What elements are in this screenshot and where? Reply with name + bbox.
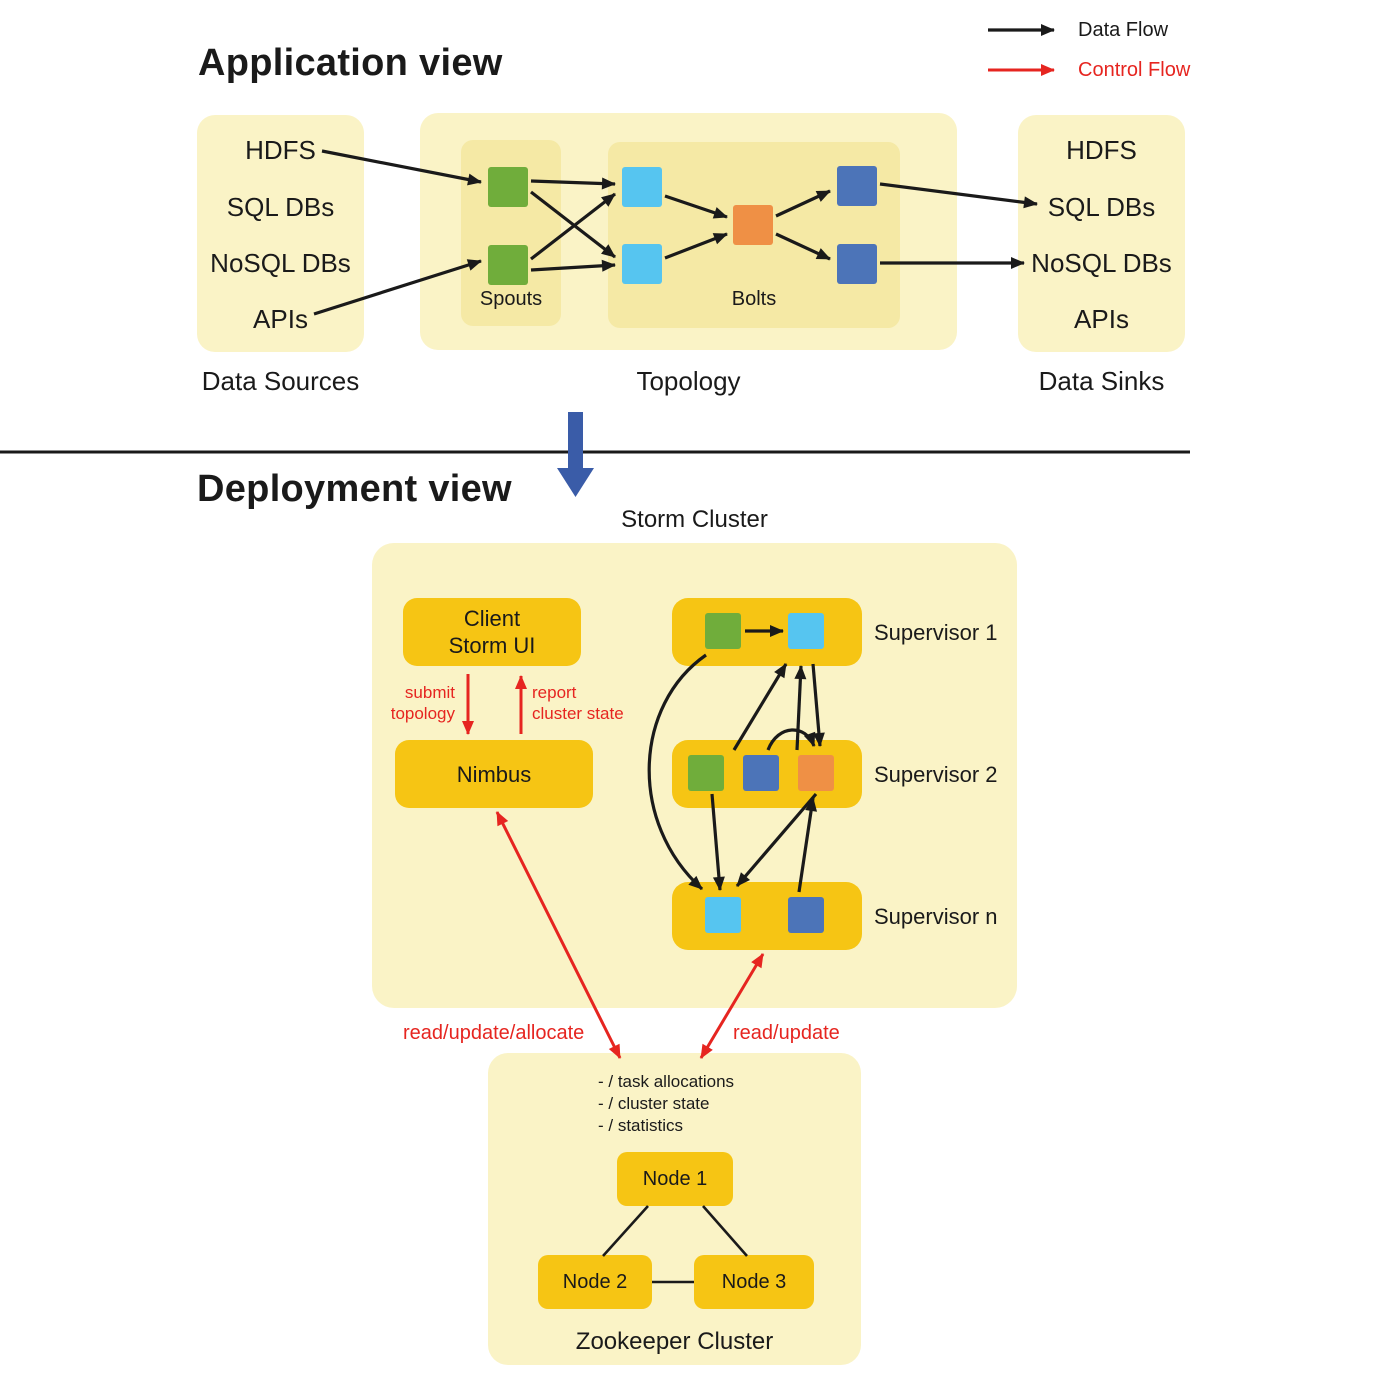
supervisor-2-darkblue-square xyxy=(743,755,779,791)
bolt-darkblue-square-1 xyxy=(837,166,877,206)
data-sources-label: Data Sources xyxy=(201,366,360,396)
zookeeper-panel xyxy=(488,1053,861,1365)
bolt-lightblue-square-1 xyxy=(622,167,662,207)
spouts-label: Spouts xyxy=(479,288,543,310)
application-view-title: Application view xyxy=(198,42,503,84)
data-source-hdfs: HDFS xyxy=(245,135,316,165)
zookeeper-notes: - / task allocations - / cluster state -… xyxy=(598,1071,734,1137)
client-storm-ui-box: Client Storm UI xyxy=(403,598,581,666)
spout-square-1 xyxy=(488,167,528,207)
data-source-apis: APIs xyxy=(253,304,308,334)
read-update-allocate-label: read/update/allocate xyxy=(403,1022,585,1044)
zookeeper-node-2: Node 2 xyxy=(538,1255,652,1309)
supervisor-1-label: Supervisor 1 xyxy=(874,620,998,645)
supervisor-n-darkblue-square xyxy=(788,897,824,933)
section-down-arrow xyxy=(557,412,594,497)
topology-label: Topology xyxy=(636,366,741,396)
data-sink-hdfs: HDFS xyxy=(1066,135,1137,165)
supervisor-n-box xyxy=(672,882,862,950)
zookeeper-note-task-allocations: - / task allocations xyxy=(598,1072,735,1091)
zookeeper-node-1: Node 1 xyxy=(617,1152,733,1206)
report-cluster-state-label: report cluster state xyxy=(532,683,624,723)
client-label-line1: Client xyxy=(463,606,521,631)
bolts-label: Bolts xyxy=(731,288,777,310)
bolt-darkblue-square-2 xyxy=(837,244,877,284)
bolt-lightblue-square-2 xyxy=(622,244,662,284)
supervisor-2-orange-square xyxy=(798,755,834,791)
data-sink-nosql-dbs: NoSQL DBs xyxy=(1031,248,1172,278)
read-update-label: read/update xyxy=(733,1022,840,1044)
data-source-sql-dbs: SQL DBs xyxy=(226,192,335,222)
supervisor-n-lightblue-square xyxy=(705,897,741,933)
client-label-line2: Storm UI xyxy=(448,633,536,658)
data-sink-apis: APIs xyxy=(1074,304,1129,334)
legend-data-flow-label: Data Flow xyxy=(1078,19,1169,41)
nimbus-label: Nimbus xyxy=(456,761,532,787)
zookeeper-cluster-label: Zookeeper Cluster xyxy=(575,1328,774,1355)
nimbus-box: Nimbus xyxy=(395,740,593,808)
data-sink-sql-dbs: SQL DBs xyxy=(1047,192,1156,222)
data-sinks-label: Data Sinks xyxy=(1038,366,1165,396)
zookeeper-node-3: Node 3 xyxy=(694,1255,814,1309)
supervisor-2-label: Supervisor 2 xyxy=(874,762,998,787)
zookeeper-note-cluster-state: - / cluster state xyxy=(598,1094,710,1113)
supervisor-1-lightblue-square xyxy=(788,613,824,649)
submit-topology-label: submit topology xyxy=(390,683,455,723)
spout-square-2 xyxy=(488,245,528,285)
supervisor-2-green-square xyxy=(688,755,724,791)
supervisor-1-box xyxy=(672,598,862,666)
deployment-view-title: Deployment view xyxy=(197,468,512,510)
data-source-nosql-dbs: NoSQL DBs xyxy=(210,248,351,278)
legend-control-flow-label: Control Flow xyxy=(1078,59,1191,81)
supervisor-n-label: Supervisor n xyxy=(874,904,998,929)
bolt-orange-square xyxy=(733,205,773,245)
data-sinks-panel xyxy=(1018,115,1185,352)
supervisor-1-green-square xyxy=(705,613,741,649)
zookeeper-note-statistics: - / statistics xyxy=(598,1116,684,1135)
storm-cluster-label: Storm Cluster xyxy=(621,506,768,533)
